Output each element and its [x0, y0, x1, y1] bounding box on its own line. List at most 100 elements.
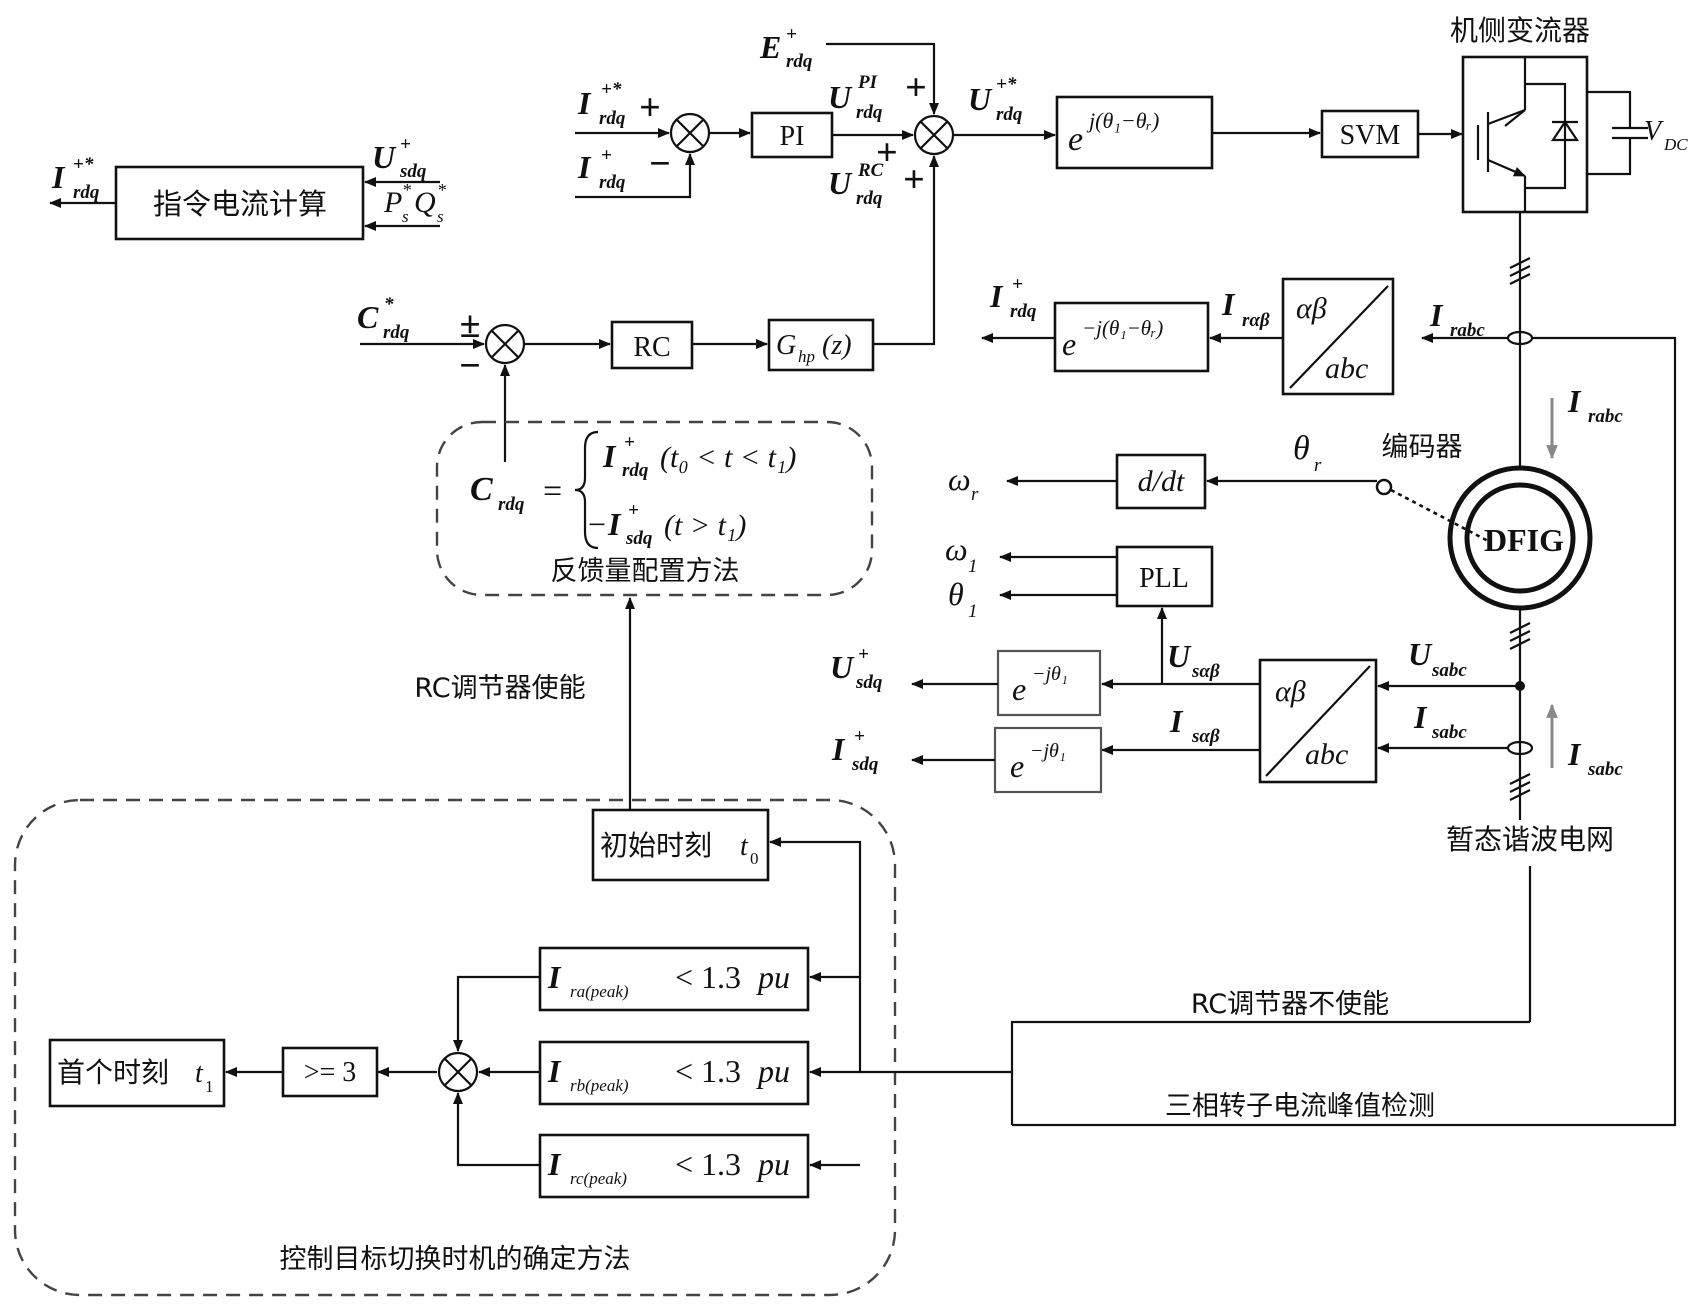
svg-text:首个时刻: 首个时刻: [57, 1056, 169, 1089]
svg-text:*: *: [402, 180, 411, 200]
svg-text:U: U: [828, 79, 853, 115]
exp-stator-i-block: [993, 726, 1103, 794]
feedback-method-label: 反馈量配置方法: [551, 556, 740, 587]
svg-text:rdq: rdq: [73, 182, 100, 203]
condition-rb-unit: pu: [756, 1053, 790, 1089]
condition-rc-symbol: I: [547, 1146, 562, 1182]
irdq-feedback-arrow: [575, 153, 695, 199]
svg-text:U: U: [830, 649, 855, 685]
grid-label: 暂态谐波电网: [1446, 823, 1614, 856]
exp-stator-u-block: [996, 649, 1102, 717]
igbt-icon: [1476, 57, 1580, 212]
rotor-clarke-top: αβ: [1296, 292, 1327, 325]
svg-text:rdq: rdq: [856, 102, 883, 123]
encoder-label: 编码器: [1382, 432, 1463, 463]
pi-block: [750, 111, 834, 159]
exp-stator-i-label: e −jθ₁: [1010, 740, 1066, 784]
exp-rotor-block: [1053, 301, 1210, 373]
u-rc-label: U RC rdq: [828, 160, 884, 209]
condition-ra-block: [538, 946, 810, 1012]
svg-text:θ: θ: [948, 576, 964, 612]
vdc-sub: DC: [1663, 135, 1688, 154]
svg-text:I: I: [607, 506, 622, 542]
svg-text:−: −: [588, 506, 606, 542]
condition-rb-value: < 1.3: [675, 1053, 741, 1089]
svg-text:rdq: rdq: [599, 108, 626, 129]
i-rabc-label: I rabc: [1429, 297, 1485, 341]
t0-trigger-arrow: [769, 837, 1012, 1074]
svg-text:rdq: rdq: [498, 494, 525, 515]
svg-text:(t > t₁): (t > t₁): [664, 509, 746, 542]
condition-ra-sub: ra(peak): [570, 982, 629, 1001]
svg-text:U: U: [968, 81, 993, 117]
svg-text:RC: RC: [857, 160, 884, 181]
switch-timing-box: [13, 798, 897, 1297]
vdc-label: V: [1644, 116, 1664, 147]
svg-text:rdq: rdq: [599, 172, 626, 193]
condition-rb-symbol: I: [547, 1053, 562, 1089]
switch-method-label: 控制目标切换时机的确定方法: [280, 1244, 631, 1275]
svg-text:0: 0: [750, 849, 759, 868]
svg-text:I: I: [1567, 383, 1582, 419]
rotor-phase-marks: [1509, 257, 1531, 285]
svg-text:rabc: rabc: [1588, 406, 1623, 427]
svg-text:*: *: [384, 294, 394, 315]
i-sab-label: I sαβ: [1169, 703, 1220, 747]
first-time-label: 首个时刻 t 1: [57, 1056, 214, 1096]
svg-text:ω: ω: [948, 461, 971, 497]
svg-text:sdq: sdq: [399, 161, 427, 182]
dfig-inner: [1464, 482, 1576, 594]
svg-text:U: U: [1167, 638, 1192, 674]
usdq-out-label: U + sdq: [830, 644, 883, 693]
svg-text:I: I: [602, 438, 617, 474]
condition-rc-block: [538, 1133, 810, 1199]
stator-clarke-top: αβ: [1275, 675, 1306, 708]
peak-detect-label: 三相转子电流峰值检测: [1165, 1091, 1435, 1122]
svg-text:+*: +*: [601, 79, 622, 100]
svg-text:+: +: [1012, 274, 1023, 295]
svg-text:*: *: [437, 180, 446, 200]
svg-text:+: +: [854, 726, 865, 747]
sign-plus-3: +: [876, 132, 898, 174]
pi-label: PI: [780, 121, 805, 152]
svg-text:e: e: [1010, 748, 1024, 784]
svg-text:rdq: rdq: [383, 322, 410, 343]
u-sabc-label: U sabc: [1408, 636, 1467, 681]
svg-text:e: e: [1012, 671, 1026, 707]
svg-text:E: E: [759, 29, 781, 65]
svg-text:s: s: [402, 207, 409, 226]
svg-text:P: P: [383, 186, 402, 219]
svg-text:+: +: [628, 500, 639, 521]
svg-text:U: U: [1408, 636, 1433, 672]
isdq-out-label: I + sdq: [831, 726, 879, 775]
ddt-block: [1115, 453, 1207, 510]
initial-time-block: [591, 808, 770, 882]
condition-ra-value: < 1.3: [675, 959, 741, 995]
svg-text:sαβ: sαβ: [1191, 726, 1220, 747]
sign-plus-4: +: [903, 159, 925, 201]
u-rc-arrow: [873, 155, 939, 346]
svg-text:I: I: [1429, 297, 1444, 333]
exp-stator-u-label: e −jθ₁: [1012, 663, 1068, 707]
svg-text:=: =: [543, 473, 562, 510]
i-sabc-label: I sabc: [1413, 699, 1467, 743]
theta-r-label: θ r: [1293, 430, 1322, 476]
stator-clarke-bottom: abc: [1305, 738, 1348, 771]
sum-junction-4: [437, 1051, 479, 1093]
sign-plus-1: +: [639, 87, 661, 129]
stator-phase-marks-1: [1509, 622, 1531, 650]
svg-text:I: I: [577, 149, 592, 185]
svg-text:C: C: [357, 299, 379, 335]
i-sabc-dir-label: I sabc: [1567, 736, 1623, 780]
svg-text:sdq: sdq: [855, 672, 883, 693]
svg-text:sαβ: sαβ: [1191, 661, 1220, 682]
dfig-label: DFIG: [1484, 522, 1564, 558]
condition-rb-block: [538, 1040, 810, 1106]
svg-text:rdq: rdq: [1010, 301, 1037, 322]
svg-text:sabc: sabc: [1431, 660, 1467, 681]
svg-text:e: e: [1062, 326, 1076, 362]
peak-detect-line: [1012, 336, 1677, 1127]
svg-text:rdq: rdq: [622, 460, 649, 481]
svg-text:I: I: [51, 159, 66, 195]
svg-text:hp: hp: [798, 347, 815, 366]
